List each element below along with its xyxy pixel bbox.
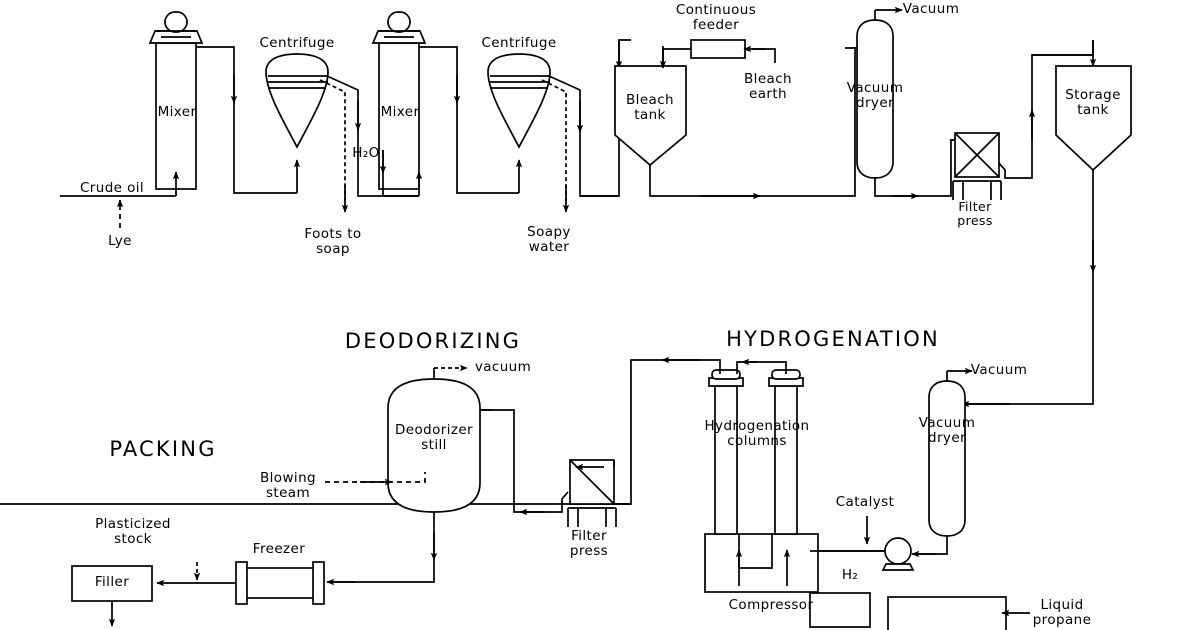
continuous-feeder-unit bbox=[690, 39, 746, 59]
label-hydrogenation-columns: Hydrogenation columns bbox=[704, 418, 810, 449]
label-blowing-steam: Blowing steam bbox=[260, 470, 316, 501]
bleach-tank-vessel bbox=[614, 65, 687, 167]
label-bleach-tank: Bleach tank bbox=[626, 92, 674, 123]
label-vacuum-dryer-1: Vacuum dryer bbox=[846, 80, 904, 111]
mixer-2-vessel bbox=[371, 11, 427, 190]
label-mixer-2: Mixer bbox=[380, 104, 420, 120]
storage-tank-vessel bbox=[1055, 65, 1132, 172]
label-vacuum-dryer-2-tap: Vacuum bbox=[970, 362, 1028, 378]
label-hydrogen: H₂ bbox=[841, 567, 859, 583]
label-h2o: H₂O bbox=[352, 145, 380, 161]
filler-unit bbox=[71, 565, 153, 627]
vacuum-dryer2-to-pump bbox=[911, 536, 948, 558]
centrifuge1-to-mixer2 bbox=[326, 75, 423, 197]
vacuum-dryer-1-vessel bbox=[856, 6, 903, 179]
label-filter-press-1: Filter press bbox=[957, 199, 993, 228]
bleach-earth-line bbox=[743, 45, 776, 63]
label-soapy-water: Soapy water bbox=[527, 224, 571, 255]
label-freezer: Freezer bbox=[252, 541, 306, 557]
section-title-packing: PACKING bbox=[109, 437, 217, 461]
label-foots-to-soap: Foots to soap bbox=[304, 226, 362, 257]
filter-press-2-unit bbox=[567, 459, 617, 527]
label-deodorizer-still: Deodorizer still bbox=[394, 422, 474, 453]
centrifuge-2-vessel bbox=[487, 53, 551, 149]
label-crude-oil: Crude oil bbox=[79, 180, 145, 196]
label-catalyst: Catalyst bbox=[835, 494, 895, 510]
chiller-unit bbox=[887, 596, 1030, 630]
storage-tank-to-vacuum-dryer2 bbox=[958, 170, 1097, 408]
blowing-steam-line bbox=[325, 472, 426, 486]
label-mixer-1: Mixer bbox=[157, 104, 197, 120]
label-storage-tank: Storage tank bbox=[1065, 87, 1121, 118]
label-liquid-propane: Liquid propane bbox=[1032, 597, 1092, 628]
label-bleach-earth: Bleach earth bbox=[744, 71, 792, 102]
label-plasticized-stock: Plasticized stock bbox=[95, 516, 171, 547]
pump-unit bbox=[881, 537, 915, 571]
hydrogenation-base-tank bbox=[704, 533, 819, 593]
hydrogenation-column-crossover bbox=[736, 358, 787, 374]
label-vacuum-top: Vacuum bbox=[902, 1, 960, 17]
mixer-1-vessel bbox=[148, 11, 204, 190]
section-title-hydrogenation: HYDROGENATION bbox=[726, 327, 940, 351]
freezer-to-filler bbox=[156, 562, 236, 587]
label-filter-press-2: Filter press bbox=[569, 528, 609, 559]
label-vacuum-deodorizer: vacuum bbox=[474, 359, 532, 375]
hydrogenation-column-right bbox=[768, 369, 804, 535]
deodorizer-to-freezer bbox=[332, 512, 438, 583]
label-vacuum-dryer-2: Vacuum dryer bbox=[918, 415, 976, 446]
crude-oil-line bbox=[60, 171, 180, 197]
soapy-water-line bbox=[541, 79, 570, 213]
label-filler: Filler bbox=[94, 574, 130, 590]
filter-press1-to-storage-tank bbox=[998, 40, 1097, 179]
foots-to-soap-line bbox=[319, 79, 349, 213]
label-compressor: Compressor bbox=[728, 597, 814, 613]
section-title-deodorizing: DEODORIZING bbox=[344, 329, 522, 353]
mixer2-to-centrifuge2 bbox=[419, 46, 523, 194]
label-continuous-feeder: Continuous feeder bbox=[675, 2, 757, 33]
centrifuge-1-vessel bbox=[265, 53, 329, 149]
deodorizer-still-vessel bbox=[387, 364, 481, 513]
filter-press2-to-deodorizer bbox=[467, 406, 569, 516]
vacuum-dryer-2-vessel bbox=[928, 367, 973, 537]
mixer1-to-centrifuge1 bbox=[196, 46, 301, 194]
feeder-to-bleach-tank bbox=[659, 46, 691, 69]
label-centrifuge-1: Centrifuge bbox=[259, 35, 335, 51]
hydrogenation-column-left bbox=[708, 369, 744, 535]
compressor-unit bbox=[809, 592, 871, 628]
filter-press-1-unit bbox=[952, 132, 1002, 200]
centrifuge2-to-bleach-tank bbox=[548, 39, 631, 197]
label-centrifuge-2: Centrifuge bbox=[481, 35, 557, 51]
freezer-unit bbox=[235, 561, 355, 605]
hydrogenation-to-filter-press2 bbox=[0, 356, 721, 505]
label-lye: Lye bbox=[108, 233, 132, 249]
